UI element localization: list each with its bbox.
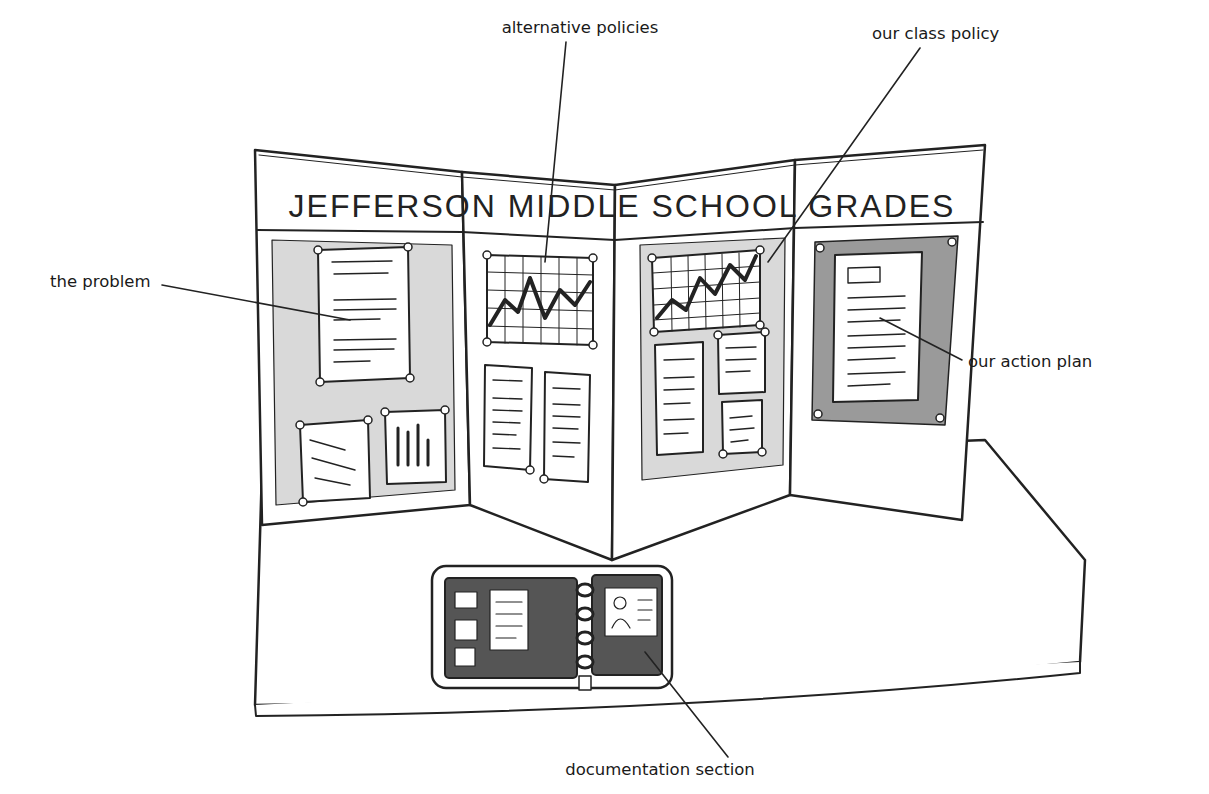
push-pin	[650, 328, 658, 336]
push-pin	[364, 416, 372, 424]
paper-sheet	[385, 410, 446, 484]
binder-ring	[577, 584, 593, 596]
paper-sheet	[544, 372, 590, 482]
push-pin	[589, 254, 597, 262]
push-pin	[948, 238, 956, 246]
push-pin	[316, 378, 324, 386]
illustration-group	[162, 42, 1085, 757]
push-pin	[526, 466, 534, 474]
callout-label: our class policy	[872, 24, 1042, 44]
binder-rings	[577, 584, 593, 668]
binder-ring	[577, 656, 593, 668]
binder-clip	[579, 676, 591, 690]
binder-photo	[455, 648, 475, 666]
push-pin	[404, 243, 412, 251]
push-pin	[936, 414, 944, 422]
push-pins	[483, 251, 597, 483]
push-pin	[483, 338, 491, 346]
push-pins	[814, 238, 956, 422]
paper-sheet	[833, 252, 922, 402]
paper-text-lines	[848, 296, 905, 386]
push-pin	[761, 328, 769, 336]
push-pin	[714, 331, 722, 339]
graph-zigzag	[490, 278, 590, 325]
push-pin	[381, 408, 389, 416]
callout-label: the problem	[50, 272, 170, 292]
push-pin	[756, 246, 764, 254]
paper-sheet	[722, 400, 762, 454]
board-panel	[462, 172, 615, 560]
paper-sheet	[484, 365, 532, 470]
leader-line	[880, 318, 962, 360]
leader-line	[645, 652, 728, 757]
header-band-line	[257, 222, 983, 240]
photo-figure-head	[614, 597, 626, 609]
paper-sheet	[718, 332, 765, 394]
push-pin	[540, 475, 548, 483]
push-pin	[483, 251, 491, 259]
paper-sheet	[300, 420, 370, 502]
push-pin	[758, 448, 766, 456]
paper-bar-chart	[398, 425, 428, 465]
paper-text-lines	[664, 359, 694, 434]
binder-cover	[432, 566, 672, 688]
binder-ring	[577, 632, 593, 644]
paper-text-lines	[726, 347, 756, 372]
push-pins	[648, 246, 769, 458]
graph-paper	[652, 250, 760, 332]
callout-label: documentation section	[560, 760, 760, 780]
push-pin	[648, 254, 656, 262]
callout-label: alternative policies	[490, 18, 670, 38]
push-pin	[406, 374, 414, 382]
paper-text-lines	[553, 388, 580, 457]
paper-scribble	[310, 440, 355, 485]
push-pin	[441, 406, 449, 414]
paper-text-lines	[332, 261, 396, 362]
binder-photo	[455, 620, 477, 640]
graph-paper	[487, 255, 593, 345]
leader-line	[545, 42, 566, 262]
shaded-background	[272, 240, 455, 505]
callout-label: our action plan	[968, 352, 1128, 372]
push-pin	[814, 410, 822, 418]
push-pin	[589, 341, 597, 349]
push-pin	[314, 246, 322, 254]
push-pin	[299, 498, 307, 506]
binder-photo	[605, 588, 657, 636]
paper-heading-box	[848, 267, 880, 283]
graph-grid	[653, 253, 760, 331]
header-band-line	[259, 150, 983, 190]
leader-line	[162, 285, 350, 320]
binder-ring	[577, 608, 593, 620]
paper-sheet	[655, 342, 703, 455]
shaded-background	[640, 238, 785, 480]
binder-photo	[455, 592, 477, 608]
paper-text-lines	[493, 380, 522, 449]
leader-line	[768, 48, 920, 262]
push-pin	[719, 450, 727, 458]
binder-document	[490, 590, 528, 650]
push-pins	[296, 243, 449, 506]
board-header: JEFFERSON MIDDLE SCHOOL GRADES	[262, 187, 982, 225]
photo-figure	[612, 600, 652, 628]
graph-zigzag	[657, 256, 756, 318]
paper-scribble	[730, 416, 754, 442]
shaded-background	[812, 236, 958, 425]
paper-sheet	[318, 247, 410, 382]
binder-page	[445, 578, 577, 678]
push-pin	[816, 244, 824, 252]
graph-grid	[487, 256, 593, 345]
paper-text-lines	[496, 602, 522, 638]
push-pin	[296, 421, 304, 429]
